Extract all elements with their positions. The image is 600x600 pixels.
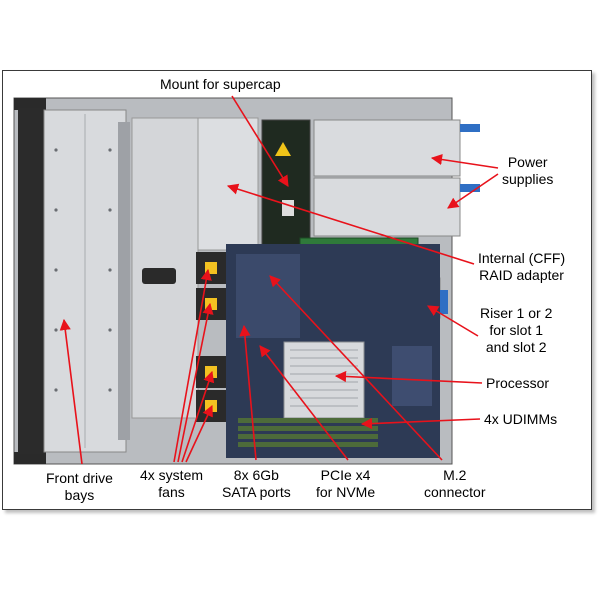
arrow-drive-bays — [59, 318, 83, 465]
power-supply-units — [313, 119, 480, 237]
callout-arrows — [59, 95, 499, 465]
arrow-processor — [334, 370, 483, 384]
arrow-supercap — [231, 95, 289, 187]
arrow-fan-3 — [181, 370, 215, 463]
label-raid-adapter: Internal (CFF) RAID adapter — [478, 250, 566, 283]
label-front-drive-bays: Front drive bays — [46, 470, 113, 503]
label-pcie-nvme: PCIe x4 for NVMe — [316, 467, 376, 500]
label-power-supplies: Power supplies — [502, 154, 554, 187]
arrow-riser — [427, 305, 479, 337]
arrow-m2 — [269, 275, 443, 461]
arrow-psu-2 — [447, 173, 499, 209]
label-sata-ports: 8x 6Gb SATA ports — [222, 467, 291, 500]
arrow-udimms — [360, 417, 481, 430]
arrow-fan-4 — [185, 404, 213, 463]
air-baffle — [131, 117, 259, 419]
label-system-fans: 4x system fans — [140, 467, 204, 500]
arrow-sata — [239, 324, 257, 461]
label-udimms: 4x UDIMMs — [484, 411, 558, 427]
label-riser: Riser 1 or 2 for slot 1 and slot 2 — [480, 305, 553, 355]
arrow-raid — [226, 183, 475, 265]
arrow-pcie — [259, 345, 349, 461]
label-supercap: Mount for supercap — [160, 76, 281, 92]
label-processor: Processor — [486, 375, 550, 391]
front-drive-bays — [18, 108, 130, 454]
arrow-fan-1 — [173, 268, 212, 463]
motherboard — [226, 244, 440, 458]
label-m2-connector: M.2 connector — [424, 467, 486, 500]
arrow-psu-1 — [430, 153, 499, 169]
arrow-fan-2 — [177, 302, 214, 463]
